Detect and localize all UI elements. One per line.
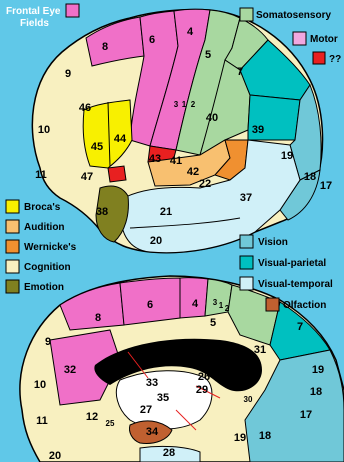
lateral-label: 47 (81, 171, 93, 183)
medial-label: 5 (210, 317, 216, 329)
lateral-label: 40 (206, 112, 218, 124)
legend-wernickes-swatch (6, 240, 19, 253)
legend-frontal-eye-label-line2: Fields (20, 18, 49, 29)
legend-somatosensory-label: Somatosensory (256, 10, 331, 21)
lateral-label: 4 (187, 26, 194, 38)
legend-brocas-swatch (6, 200, 19, 213)
lateral-label: 38 (96, 206, 108, 218)
legend-frontal-eye-swatch (66, 4, 79, 17)
medial-label: 34 (146, 426, 159, 438)
lateral-label: 9 (65, 68, 71, 80)
legend-motor-swatch (293, 32, 306, 45)
legend-visual-parietal-swatch (240, 256, 253, 269)
medial-label: 9 (45, 336, 51, 348)
lateral-label: 2 (191, 100, 196, 109)
legend-brocas-label: Broca's (24, 202, 61, 213)
legend-left: Broca's Audition Wernicke's Cognition Em… (6, 200, 77, 293)
medial-label: 24 (164, 341, 177, 353)
legend-cognition-swatch (6, 260, 19, 273)
lateral-label: 19 (281, 150, 293, 162)
legend-frontal-eye-label-line1: Frontal Eye (6, 6, 61, 17)
medial-label: 19 (234, 432, 246, 444)
medial-label: 8 (95, 312, 101, 324)
lateral-label: 39 (252, 124, 264, 136)
lateral-label: 8 (102, 41, 108, 53)
medial-label: 2 (225, 304, 230, 313)
legend-unknown-swatch (313, 52, 325, 64)
legend-motor-label: Motor (310, 34, 338, 45)
medial-label: 19 (312, 364, 324, 376)
medial-label: 18 (310, 386, 322, 398)
medial-label: 27 (140, 404, 152, 416)
area-unknown-lateral (108, 166, 126, 182)
lateral-label: 11 (35, 169, 47, 181)
medial-label: 12 (86, 411, 98, 423)
medial-label: 7 (297, 321, 303, 333)
legend-vision-label: Vision (258, 237, 288, 248)
lateral-label: 22 (199, 178, 211, 190)
lateral-label: 5 (205, 49, 211, 61)
lateral-label: 45 (91, 141, 103, 153)
medial-label: 4 (192, 298, 199, 310)
lateral-label: 3 (174, 100, 179, 109)
medial-label: 32 (64, 364, 76, 376)
lateral-view: 8 6 4 5 7 9 46 3 1 2 40 39 10 45 44 43 4… (32, 9, 332, 252)
lateral-label: 1 (182, 100, 187, 109)
medial-label: 3 (213, 298, 218, 307)
legend-wernickes-label: Wernicke's (24, 242, 77, 253)
medial-label: 11 (36, 415, 48, 427)
medial-label: 29 (196, 384, 208, 396)
lateral-label: 20 (150, 235, 162, 247)
medial-label: 30 (244, 395, 253, 404)
lateral-label: 10 (38, 124, 50, 136)
legend-visual-temporal-label: Visual-temporal (258, 279, 333, 290)
lateral-label: 42 (187, 166, 199, 178)
lateral-label: 7 (237, 66, 243, 78)
legend-emotion-swatch (6, 280, 19, 293)
legend-audition-label: Audition (24, 222, 65, 233)
legend-cognition-label: Cognition (24, 262, 71, 273)
lateral-label: 37 (240, 192, 252, 204)
area-8-medial (60, 283, 124, 330)
legend-unknown-label: ?? (329, 54, 341, 65)
medial-label: 31 (254, 344, 266, 356)
lateral-label: 46 (79, 102, 91, 114)
medial-label: 26 (198, 371, 210, 383)
medial-label: 28 (163, 447, 175, 459)
medial-label: 10 (34, 379, 46, 391)
lateral-label: 18 (304, 171, 316, 183)
legend-somatosensory-swatch (240, 8, 253, 21)
legend-visual-temporal-swatch (240, 277, 253, 290)
legend-audition-swatch (6, 220, 19, 233)
lateral-label: 44 (114, 133, 127, 145)
medial-label: 1 (219, 301, 224, 310)
lateral-label: 6 (149, 34, 155, 46)
legend-vision-swatch (240, 235, 253, 248)
medial-label: 35 (157, 392, 169, 404)
medial-label: 18 (259, 430, 271, 442)
medial-label: 33 (146, 377, 158, 389)
medial-label: 25 (106, 419, 115, 428)
legend-olfaction-label: Olfaction (283, 300, 326, 311)
lateral-label: 41 (170, 155, 182, 167)
medial-label: 6 (147, 299, 153, 311)
lateral-label: 43 (149, 153, 161, 165)
medial-label: 20 (49, 450, 61, 462)
legend-olfaction-swatch (266, 298, 279, 311)
lateral-label: 17 (320, 180, 332, 192)
medial-label: 17 (300, 409, 312, 421)
legend-frontal-eye: Frontal Eye Fields (6, 4, 79, 29)
legend-visual-parietal-label: Visual-parietal (258, 258, 326, 269)
legend-emotion-label: Emotion (24, 282, 64, 293)
lateral-label: 21 (160, 206, 172, 218)
medial-label: 23 (231, 352, 243, 364)
